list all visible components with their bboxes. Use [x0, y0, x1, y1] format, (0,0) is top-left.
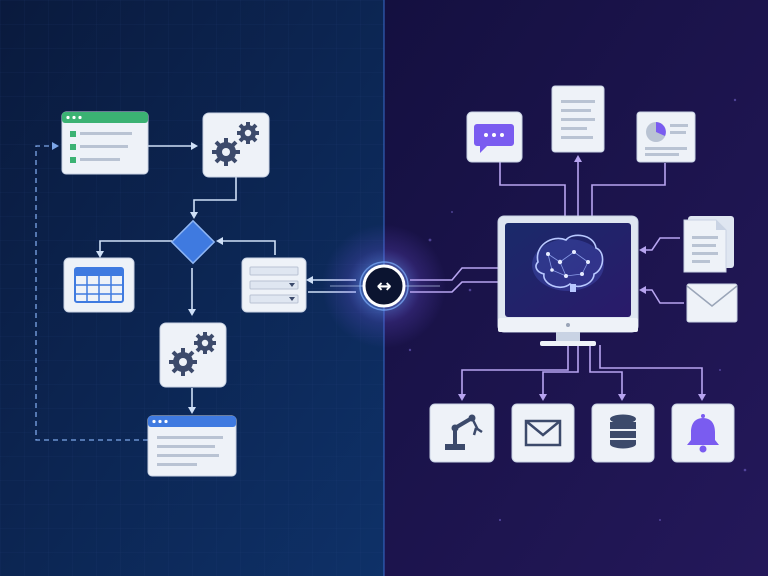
database-icon: [591, 403, 655, 463]
ai-monitor: [497, 215, 639, 346]
dropdown-form-icon: [241, 257, 307, 313]
gears-icon: [202, 112, 270, 178]
decision-diamond-icon: [170, 219, 216, 265]
particle-dots: [408, 98, 747, 522]
table-grid-icon: [63, 257, 135, 313]
bell-icon: [671, 403, 735, 463]
document-window-icon: [147, 415, 237, 477]
document-icon: [551, 85, 605, 153]
brain-icon: [532, 234, 604, 292]
chat-icon: [466, 111, 523, 163]
bidirectional-arrows-icon: ↔: [376, 276, 391, 297]
robot-arm-icon: [429, 403, 495, 463]
document-input-icon: [683, 216, 734, 273]
report-chart-icon: [636, 111, 696, 163]
left-connectors: [35, 142, 356, 441]
gears-icon-2: [159, 322, 227, 388]
form-window-icon: [61, 111, 149, 175]
mail-icon: [686, 283, 738, 323]
mail-output-icon: [511, 403, 575, 463]
center-connector: [322, 224, 446, 348]
